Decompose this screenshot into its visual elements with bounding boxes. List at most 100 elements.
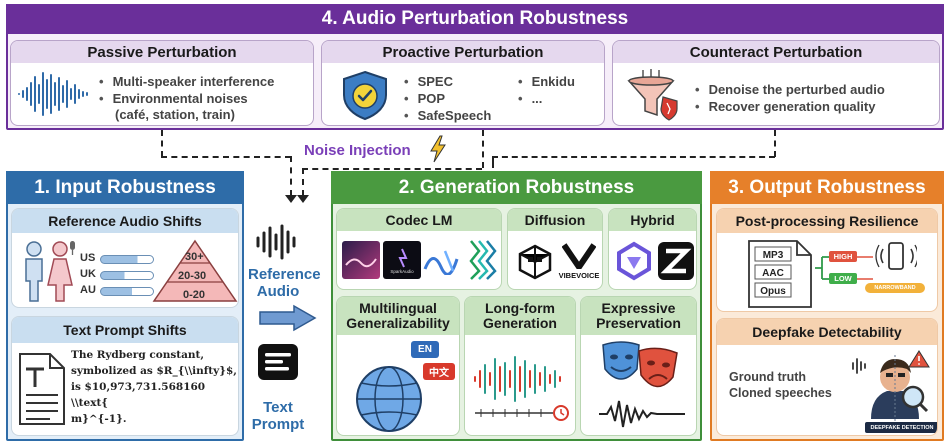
passive-bullet-3: (café, station, train) [115, 107, 235, 122]
text-prompt-line-1: Text [263, 399, 293, 416]
codec-lm-title: Codec LM [337, 209, 501, 231]
output-robustness-title: 3. Output Robustness [710, 171, 944, 204]
reference-audio-line-1: Reference [248, 266, 321, 283]
spark-audio-logo-icon [383, 241, 421, 279]
prompt-line-2: symbolized as $R_{\\infty}$, [71, 365, 237, 377]
arrow-down-icon [285, 195, 297, 203]
input-robustness-title: 1. Input Robustness [6, 171, 244, 204]
waveform-icon [18, 72, 88, 116]
deepfake-lines: Ground truth Cloned speeches [729, 369, 832, 401]
shield-check-icon [343, 70, 387, 121]
format-aac: AAC [762, 268, 784, 279]
text-prompt-icon [258, 344, 298, 380]
deepfake-face-icon [852, 350, 930, 421]
passive-perturbation-card: Passive Perturbation Multi-speaker inter… [10, 40, 314, 126]
country-au: AU [80, 284, 96, 296]
connector-counteract-h [492, 156, 775, 158]
chinese-badge: 中文 [423, 363, 455, 380]
funnel-filter-icon [627, 69, 678, 121]
hybrid-card: Hybrid [608, 208, 697, 290]
longform-title: Long-form Generation [465, 297, 575, 335]
passive-bullet-2: Environmental noises [99, 90, 274, 107]
proactive-bullets-left: SPEC POP SafeSpeech [404, 73, 492, 124]
connector-noise-down [302, 168, 304, 196]
proactive-bullet-safespeech: SafeSpeech [404, 107, 492, 124]
file-document-icon [748, 240, 812, 308]
lightning-icon [430, 135, 446, 163]
expressive-waveform-icon [599, 400, 685, 428]
post-processing-title: Post-processing Resilience [717, 209, 937, 233]
multilingual-card: Multilingual Generalizability EN 中文 [336, 296, 460, 436]
phone-signal-icon [875, 242, 917, 270]
proactive-bullet-more: ... [518, 90, 575, 107]
longform-card: Long-form Generation [464, 296, 576, 436]
country-uk: UK [80, 268, 96, 280]
connector-proactive [482, 130, 484, 168]
age-pyramid-icon [152, 239, 238, 302]
format-opus: Opus [760, 286, 786, 297]
generation-robustness-title: 2. Generation Robustness [331, 171, 702, 204]
counteract-perturbation-card: Counteract Perturbation Denoise the pert… [612, 40, 940, 126]
long-waveform-icon [474, 356, 569, 421]
connector-noise-h [302, 168, 482, 170]
low-bitrate-badge: LOW [829, 273, 857, 284]
arrow-right-icon [857, 256, 873, 280]
passive-bullet-1: Multi-speaker interference [99, 73, 275, 90]
spark-audio-logo-text: SparkAudio [390, 269, 414, 274]
codec-logo-4-icon [469, 240, 497, 280]
text-prompt-label: Text Prompt [248, 399, 308, 433]
arrow-down-icon [297, 195, 309, 203]
cube-logo-icon [518, 244, 552, 280]
passive-perturbation-title: Passive Perturbation [11, 41, 313, 63]
vibevoice-logo-text: VIBEVOICE [558, 271, 600, 280]
accent-bar-au [100, 287, 154, 296]
format-mp3: MP3 [762, 250, 784, 261]
english-badge: EN [411, 341, 439, 358]
connector-passive-h [161, 156, 291, 158]
proactive-bullets-right: Enkidu ... [518, 73, 575, 107]
high-bitrate-badge: HIGH [829, 251, 857, 262]
connector-passive [161, 130, 163, 157]
expressive-card: Expressive Preservation [580, 296, 697, 436]
theater-masks-icon [602, 341, 678, 388]
deepfake-detectability-card: Deepfake Detectability Ground truth Clon… [716, 318, 938, 436]
proactive-bullet-enkidu: Enkidu [518, 73, 575, 90]
reference-audio-line-2: Audio [256, 283, 300, 300]
reference-audio-shifts-title: Reference Audio Shifts [12, 209, 238, 233]
proactive-bullet-spec: SPEC [404, 73, 491, 90]
counteract-bullets: Denoise the perturbed audio Recover gene… [695, 81, 885, 115]
audio-perturbation-title: 4. Audio Perturbation Robustness [6, 4, 944, 34]
text-prompt-shifts-card: Text Prompt Shifts The Rydberg constant,… [11, 316, 239, 436]
text-document-icon [19, 353, 65, 425]
connector-counteract-join [492, 156, 494, 168]
counteract-perturbation-title: Counteract Perturbation [613, 41, 939, 63]
age-group-30plus: 30+ [185, 251, 204, 263]
z-logo-icon [658, 242, 694, 280]
ground-truth-text: Ground truth [729, 370, 807, 384]
text-prompt-shifts-title: Text Prompt Shifts [12, 317, 238, 343]
connector-counteract [774, 130, 776, 157]
prompt-line-1: The Rydberg constant, [71, 349, 205, 361]
prompt-line-3: is $10,973,731.568160 \\text{ [71, 381, 206, 409]
reference-audio-waveform-icon [256, 224, 296, 260]
connector-passive-down [290, 156, 292, 196]
country-us: US [80, 252, 96, 264]
codec-lm-card: Codec LM SparkAudio [336, 208, 502, 290]
right-arrow-icon [259, 304, 317, 332]
proactive-perturbation-title: Proactive Perturbation [322, 41, 604, 63]
post-processing-card: Post-processing Resilience MP3 AAC Opus … [716, 208, 938, 312]
people-icon [25, 241, 75, 302]
narrowband-badge: NARROWBAND [865, 283, 925, 293]
counteract-bullet-2: Recover generation quality [695, 98, 885, 115]
multilingual-title: Multilingual Generalizability [337, 297, 459, 335]
globe-icon [356, 366, 422, 432]
proactive-bullet-pop: POP [404, 90, 491, 107]
passive-bullets: Multi-speaker interference Environmental… [99, 73, 275, 107]
proactive-perturbation-card: Proactive Perturbation SPEC POP SafeSpee… [321, 40, 605, 126]
codec-logo-1-icon [342, 241, 380, 279]
diffusion-title: Diffusion [508, 209, 602, 231]
age-group-20-30: 20-30 [178, 270, 207, 282]
reference-audio-label: Reference Audio [248, 266, 321, 300]
expressive-title: Expressive Preservation [581, 297, 696, 335]
codec-logo-3-icon [423, 250, 459, 275]
